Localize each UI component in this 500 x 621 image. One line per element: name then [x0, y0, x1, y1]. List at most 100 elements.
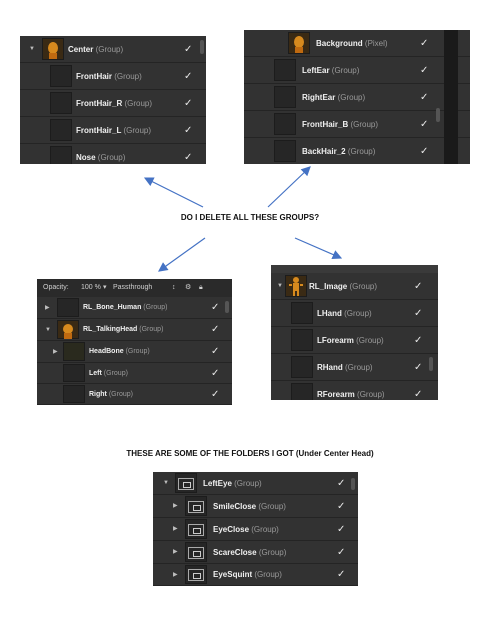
layer-thumbnail: [185, 519, 207, 539]
layer-row[interactable]: FrontHair_B (Group) ✓: [244, 111, 470, 138]
visibility-checkbox[interactable]: ✓: [211, 302, 220, 313]
layer-row[interactable]: ▶ EyeClose (Group) ✓: [153, 518, 358, 541]
visibility-checkbox[interactable]: ✓: [420, 119, 429, 130]
visibility-checkbox[interactable]: ✓: [337, 569, 346, 580]
layer-name: Right (Group): [89, 391, 133, 398]
visibility-checkbox[interactable]: ✓: [414, 335, 423, 346]
visibility-checkbox[interactable]: ✓: [414, 362, 423, 373]
lock-icon[interactable]: 🔒︎: [199, 284, 203, 291]
scrollbar[interactable]: [436, 108, 440, 122]
scrollbar[interactable]: [429, 357, 433, 371]
expand-triangle-icon[interactable]: ▼: [29, 46, 35, 52]
scrollbar[interactable]: [225, 301, 229, 313]
arrow-top-right: [267, 166, 311, 208]
layer-row[interactable]: RHand (Group) ✓: [271, 354, 438, 381]
layer-name: RHand (Group): [317, 363, 373, 372]
layer-row[interactable]: BackHair_2 (Group) ✓: [244, 138, 470, 164]
visibility-checkbox[interactable]: ✓: [211, 346, 220, 357]
layer-name: Center (Group): [68, 45, 124, 54]
layer-row[interactable]: Nose (Group) ✓: [20, 144, 206, 164]
folders-caption: THESE ARE SOME OF THE FOLDERS I GOT (Und…: [126, 449, 374, 458]
layer-name: SmileClose (Group): [213, 502, 286, 511]
layer-row[interactable]: ▶ EyeSquint (Group) ✓: [153, 564, 358, 586]
layer-row[interactable]: ▼ RL_Image (Group) ✓: [271, 273, 438, 300]
expand-triangle-icon[interactable]: ▶: [173, 549, 178, 555]
blend-mode-select[interactable]: Passthrough: [113, 284, 153, 291]
layer-thumbnail: [291, 383, 313, 400]
visibility-checkbox[interactable]: ✓: [414, 389, 423, 400]
visibility-checkbox[interactable]: ✓: [414, 281, 423, 292]
layer-name: EyeSquint (Group): [213, 570, 282, 579]
visibility-checkbox[interactable]: ✓: [184, 125, 193, 136]
layer-thumbnail: [42, 38, 64, 60]
visibility-checkbox[interactable]: ✓: [420, 38, 429, 49]
expand-triangle-icon[interactable]: ▶: [173, 572, 178, 578]
scrollbar[interactable]: [351, 478, 355, 490]
expand-triangle-icon[interactable]: ▼: [277, 283, 283, 289]
expand-triangle-icon[interactable]: ▼: [45, 327, 51, 333]
visibility-checkbox[interactable]: ✓: [211, 368, 220, 379]
expand-triangle-icon[interactable]: ▼: [163, 480, 169, 486]
layer-thumbnail: [63, 342, 85, 361]
visibility-checkbox[interactable]: ✓: [420, 65, 429, 76]
visibility-checkbox[interactable]: ✓: [211, 324, 220, 335]
visibility-checkbox[interactable]: ✓: [184, 71, 193, 82]
expand-triangle-icon[interactable]: ▶: [53, 349, 58, 355]
layer-row[interactable]: RForearm (Group) ✓: [271, 381, 438, 400]
layer-row[interactable]: LeftEar (Group) ✓: [244, 57, 470, 84]
visibility-checkbox[interactable]: ✓: [420, 146, 429, 157]
visibility-checkbox[interactable]: ✓: [420, 92, 429, 103]
stepper-icon[interactable]: ↕: [172, 284, 176, 291]
visibility-checkbox[interactable]: ✓: [184, 44, 193, 55]
layer-thumbnail: [175, 473, 197, 493]
expand-triangle-icon[interactable]: ▶: [173, 526, 178, 532]
folder-icon: [188, 569, 204, 581]
layer-row[interactable]: ▼ RL_TalkingHead (Group) ✓: [37, 319, 232, 341]
opacity-value[interactable]: 100 %: [81, 284, 101, 291]
visibility-checkbox[interactable]: ✓: [337, 478, 346, 489]
layer-row[interactable]: ▶ HeadBone (Group) ✓: [37, 341, 232, 363]
layer-row[interactable]: ▶ ScareClose (Group) ✓: [153, 541, 358, 564]
layer-name: RightEar (Group): [302, 93, 366, 102]
layer-row[interactable]: Right (Group) ✓: [37, 384, 232, 405]
visibility-checkbox[interactable]: ✓: [211, 389, 220, 400]
layer-row[interactable]: ▶ SmileClose (Group) ✓: [153, 495, 358, 518]
layer-row[interactable]: FrontHair_R (Group) ✓: [20, 90, 206, 117]
visibility-checkbox[interactable]: ✓: [337, 524, 346, 535]
expand-triangle-icon[interactable]: ▶: [173, 503, 178, 509]
visibility-checkbox[interactable]: ✓: [337, 501, 346, 512]
layer-row[interactable]: Background (Pixel) ✓: [244, 30, 470, 57]
layer-row[interactable]: FrontHair_L (Group) ✓: [20, 117, 206, 144]
scrollbar[interactable]: [200, 40, 204, 54]
opacity-bar: Opacity: 100 % ▾ Passthrough ↕ ⚙ 🔒︎: [37, 279, 232, 298]
layer-row[interactable]: RightEar (Group) ✓: [244, 84, 470, 111]
layer-name: LForearm (Group): [317, 336, 384, 345]
layer-thumbnail: [274, 113, 296, 135]
gear-icon[interactable]: ⚙: [185, 284, 192, 291]
layer-name: LeftEar (Group): [302, 66, 360, 75]
arrow-bottom-left: [158, 237, 206, 272]
layer-thumbnail: [274, 140, 296, 162]
layer-row[interactable]: FrontHair (Group) ✓: [20, 63, 206, 90]
visibility-checkbox[interactable]: ✓: [184, 152, 193, 163]
layer-thumbnail: [57, 298, 79, 317]
layer-thumbnail: [274, 59, 296, 81]
layer-row[interactable]: ▶ RL_Bone_Human (Group) ✓: [37, 297, 232, 319]
folder-icon: [188, 524, 204, 536]
arrow-top-left: [143, 177, 204, 208]
visibility-checkbox[interactable]: ✓: [414, 308, 423, 319]
visibility-checkbox[interactable]: ✓: [337, 547, 346, 558]
layer-row[interactable]: LForearm (Group) ✓: [271, 327, 438, 354]
layer-thumbnail: [50, 146, 72, 164]
visibility-checkbox[interactable]: ✓: [184, 98, 193, 109]
expand-triangle-icon[interactable]: ▶: [45, 305, 50, 311]
chevron-down-icon[interactable]: ▾: [103, 284, 107, 291]
layer-name: HeadBone (Group): [89, 348, 150, 355]
layer-row[interactable]: Left (Group) ✓: [37, 363, 232, 384]
body-figure-icon: [289, 277, 303, 296]
layer-row[interactable]: LHand (Group) ✓: [271, 300, 438, 327]
layer-row[interactable]: ▼ Center (Group) ✓: [20, 36, 206, 63]
layer-row[interactable]: ▼ LeftEye (Group) ✓: [153, 472, 358, 495]
layer-thumbnail: [50, 92, 72, 114]
